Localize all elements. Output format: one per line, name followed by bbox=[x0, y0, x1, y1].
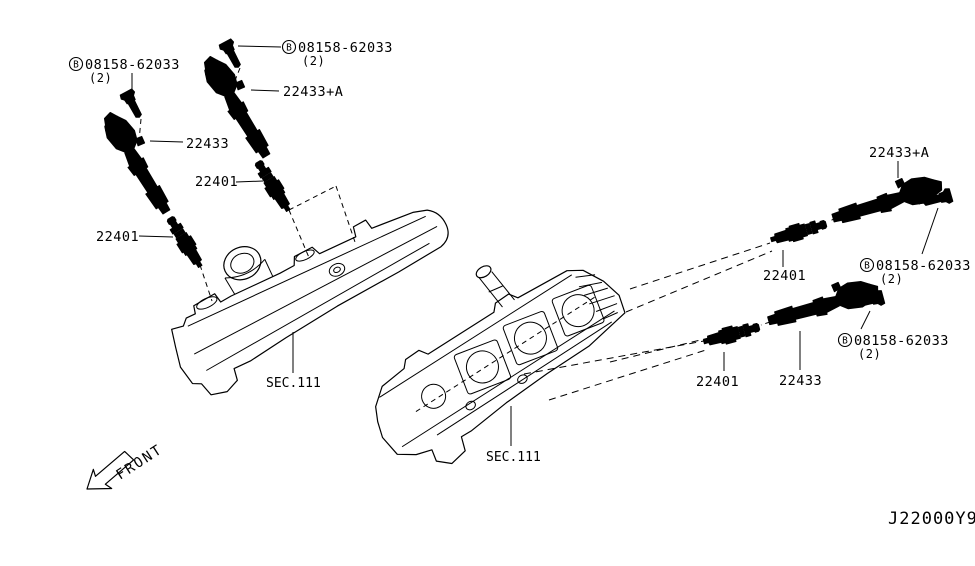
part-qty: (2) bbox=[89, 71, 112, 85]
callout-sec-left: SEC.111 bbox=[266, 376, 321, 391]
circled-b-icon bbox=[837, 332, 853, 348]
spark-plug-middle bbox=[250, 157, 296, 216]
diagram-code: J22000Y9 bbox=[888, 509, 975, 529]
callout-coil-left: 22433 bbox=[186, 136, 229, 152]
ignition-coil-right-upper bbox=[827, 167, 947, 230]
coil-boss-1 bbox=[196, 296, 218, 310]
part-qty: (2) bbox=[302, 54, 325, 68]
callout-plug-middle: 22401 bbox=[195, 174, 238, 190]
part-number: 08158-62033 bbox=[298, 40, 393, 56]
plug-bore-2 bbox=[465, 350, 499, 384]
circled-b-icon bbox=[68, 56, 84, 72]
bolt-symbol: B bbox=[864, 261, 870, 272]
plug-bore-1 bbox=[421, 383, 447, 409]
valve-cover-left bbox=[171, 209, 449, 396]
oil-filler-cap bbox=[223, 246, 274, 295]
callout-coil-middle: 22433+A bbox=[283, 84, 343, 100]
valve-cover-center bbox=[375, 265, 626, 465]
callout-pointer-lines bbox=[131, 45, 939, 446]
plug-bore-3 bbox=[513, 321, 547, 355]
callout-bolt-right-lower: B 08158-62033 (2) bbox=[837, 332, 949, 361]
part-qty: (2) bbox=[858, 347, 881, 361]
callout-coil-right-lower: 22433 bbox=[779, 373, 822, 389]
callout-plug-left: 22401 bbox=[96, 229, 139, 245]
callout-plug-right-upper: 22401 bbox=[763, 268, 806, 284]
callout-bolt-right-upper: B 08158-62033 (2) bbox=[859, 257, 971, 286]
breather-tube bbox=[475, 265, 515, 308]
callout-bolt-top-left: B 08158-62033 (2) bbox=[68, 56, 180, 85]
spark-plug-left bbox=[162, 213, 208, 272]
circled-b-icon bbox=[859, 257, 875, 273]
front-direction-arrow: FRONT bbox=[86, 442, 166, 490]
bolt-symbol: B bbox=[842, 336, 848, 347]
coil-boss-2 bbox=[295, 249, 315, 262]
part-number: 08158-62033 bbox=[854, 333, 949, 349]
part-qty: (2) bbox=[880, 272, 903, 286]
spark-plug-right-upper bbox=[768, 215, 829, 248]
ignition-coil-left bbox=[96, 104, 184, 219]
mounting-bolt-top-left bbox=[118, 87, 147, 122]
circled-b-icon bbox=[281, 39, 297, 55]
plug-bore-4 bbox=[561, 294, 595, 328]
front-arrow-icon bbox=[86, 450, 135, 490]
part-number: 08158-62033 bbox=[876, 258, 971, 274]
bolt-symbol: B bbox=[73, 60, 79, 71]
callout-bolt-top-middle: B 08158-62033 (2) bbox=[281, 39, 393, 68]
spark-plug-right-lower bbox=[701, 318, 762, 351]
part-number: 08158-62033 bbox=[85, 57, 180, 73]
cover-end-hatching bbox=[575, 274, 618, 320]
callout-plug-right-lower: 22401 bbox=[696, 374, 739, 390]
callout-coil-right-upper: 22433+A bbox=[869, 145, 929, 161]
bolt-symbol: B bbox=[286, 43, 292, 54]
callout-sec-center: SEC.111 bbox=[486, 450, 541, 465]
